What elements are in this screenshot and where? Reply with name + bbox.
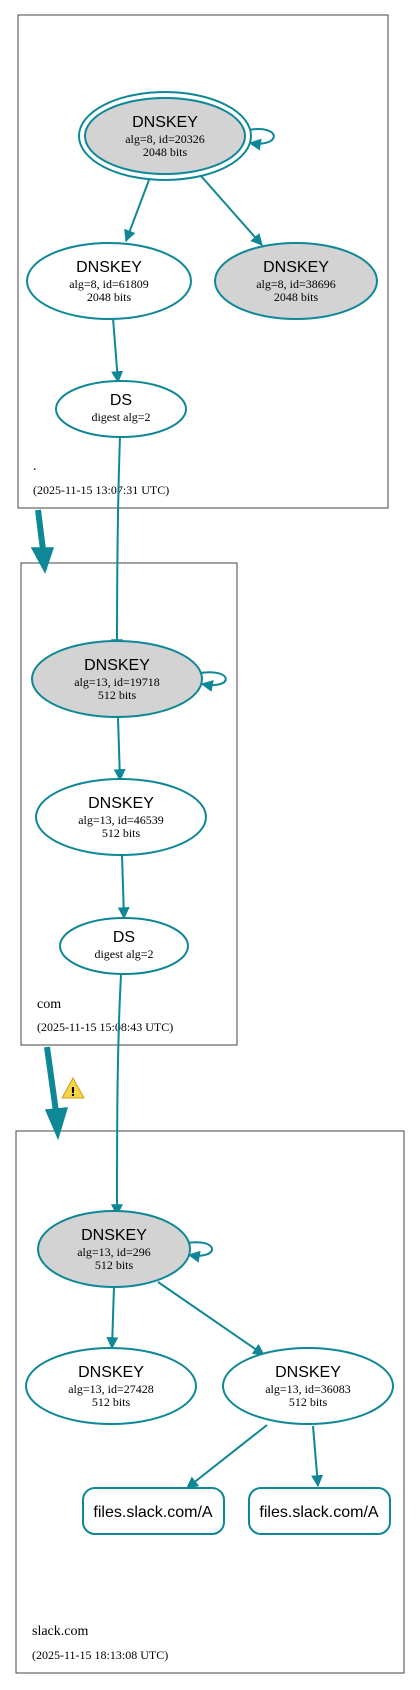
node-slack-zsk2[interactable]: DNSKEY alg=13, id=36083 512 bits (222, 1347, 394, 1425)
zone-root-name: . (33, 459, 37, 474)
node-com-ksk-title: DNSKEY (84, 657, 150, 674)
node-rr-files-a-2[interactable]: files.slack.com/A (248, 1487, 391, 1535)
warning-icon[interactable]: ! (61, 1076, 85, 1099)
edge-root-ksk-to-zsk2 (200, 175, 263, 246)
edge-com-ksk-self (199, 671, 227, 692)
node-slack-zsk1-title: DNSKEY (78, 1364, 144, 1381)
node-slack-zsk2-line1: alg=13, id=36083 (265, 1382, 351, 1396)
edge-com-ds-to-slack-ksk (111, 974, 124, 1217)
node-com-ksk-line2: 512 bits (98, 688, 137, 702)
node-slack-ksk-title: DNSKEY (81, 1227, 147, 1244)
node-slack-ksk[interactable]: DNSKEY alg=13, id=296 512 bits (37, 1210, 191, 1288)
node-com-zsk-title: DNSKEY (88, 795, 154, 812)
node-com-ds-title: DS (113, 929, 135, 946)
node-root-zsk2-line2: 2048 bits (274, 290, 319, 304)
node-root-ds[interactable]: DS digest alg=2 (55, 380, 187, 438)
node-root-zsk1-title: DNSKEY (76, 259, 142, 276)
node-slack-zsk1-line1: alg=13, id=27428 (68, 1382, 154, 1396)
svg-text:!: ! (70, 1085, 75, 1099)
node-com-ds-line1: digest alg=2 (94, 947, 153, 961)
node-slack-zsk2-title: DNSKEY (275, 1364, 341, 1381)
delegation-root-to-com-head (30, 547, 55, 574)
edge-root-zsk1-to-ds (111, 317, 124, 384)
node-root-zsk1-line2: 2048 bits (87, 290, 132, 304)
node-slack-zsk1[interactable]: DNSKEY alg=13, id=27428 512 bits (25, 1347, 197, 1425)
zone-slack-timestamp: (2025-11-15 18:13:08 UTC) (32, 1648, 168, 1662)
zone-com-name: com (37, 997, 61, 1012)
edge-root-ksk-to-zsk1 (124, 179, 150, 243)
node-root-zsk2-title: DNSKEY (263, 259, 329, 276)
zone-root-timestamp: (2025-11-15 13:07:31 UTC) (33, 483, 169, 497)
node-com-zsk[interactable]: DNSKEY alg=13, id=46539 512 bits (35, 778, 207, 856)
node-rr-files-a-2-label: files.slack.com/A (259, 1504, 378, 1521)
node-com-zsk-line2: 512 bits (102, 826, 141, 840)
delegation-com-to-slack-head (44, 1107, 69, 1141)
node-rr-files-a-1[interactable]: files.slack.com/A (82, 1487, 225, 1535)
zone-com-timestamp: (2025-11-15 15:08:43 UTC) (37, 1020, 173, 1034)
edge-slack-ksk-to-zsk1 (106, 1285, 119, 1350)
edge-com-ksk-to-zsk (113, 717, 126, 782)
delegation-com-to-slack (44, 1046, 59, 1113)
node-com-ds[interactable]: DS digest alg=2 (59, 917, 189, 975)
node-root-ksk-line1: alg=8, id=20326 (125, 132, 205, 146)
node-root-ksk-title: DNSKEY (132, 114, 198, 131)
delegation-root-to-com (35, 509, 46, 551)
node-root-ksk[interactable]: DNSKEY alg=8, id=20326 2048 bits (78, 91, 252, 181)
edge-root-ksk-self (247, 128, 275, 151)
edge-root-ds-to-com-ksk (111, 435, 124, 652)
edge-slack-ksk-self (186, 1241, 213, 1263)
node-com-ksk-line1: alg=13, id=19718 (74, 675, 160, 689)
zone-slack-name: slack.com (32, 1624, 88, 1639)
node-root-zsk2-line1: alg=8, id=38696 (256, 277, 336, 291)
edge-slack-ksk-to-zsk2 (157, 1281, 265, 1356)
edge-com-zsk-to-ds (117, 854, 130, 920)
node-root-zsk2[interactable]: DNSKEY alg=8, id=38696 2048 bits (214, 242, 378, 320)
node-rr-files-a-1-label: files.slack.com/A (93, 1504, 212, 1521)
node-root-ds-title: DS (110, 392, 132, 409)
node-slack-zsk1-line2: 512 bits (92, 1395, 131, 1409)
node-root-zsk1[interactable]: DNSKEY alg=8, id=61809 2048 bits (26, 242, 192, 320)
node-root-ds-line1: digest alg=2 (91, 410, 150, 424)
node-slack-ksk-line2: 512 bits (95, 1258, 134, 1272)
edge-slack-zsk2-to-rr2 (311, 1425, 324, 1488)
node-slack-ksk-line1: alg=13, id=296 (77, 1245, 151, 1259)
node-com-ksk[interactable]: DNSKEY alg=13, id=19718 512 bits (31, 640, 203, 718)
edge-slack-zsk2-to-rr1 (186, 1424, 268, 1489)
node-com-zsk-line1: alg=13, id=46539 (78, 813, 164, 827)
node-slack-zsk2-line2: 512 bits (289, 1395, 328, 1409)
node-root-ksk-line2: 2048 bits (143, 145, 188, 159)
node-root-zsk1-line1: alg=8, id=61809 (69, 277, 149, 291)
